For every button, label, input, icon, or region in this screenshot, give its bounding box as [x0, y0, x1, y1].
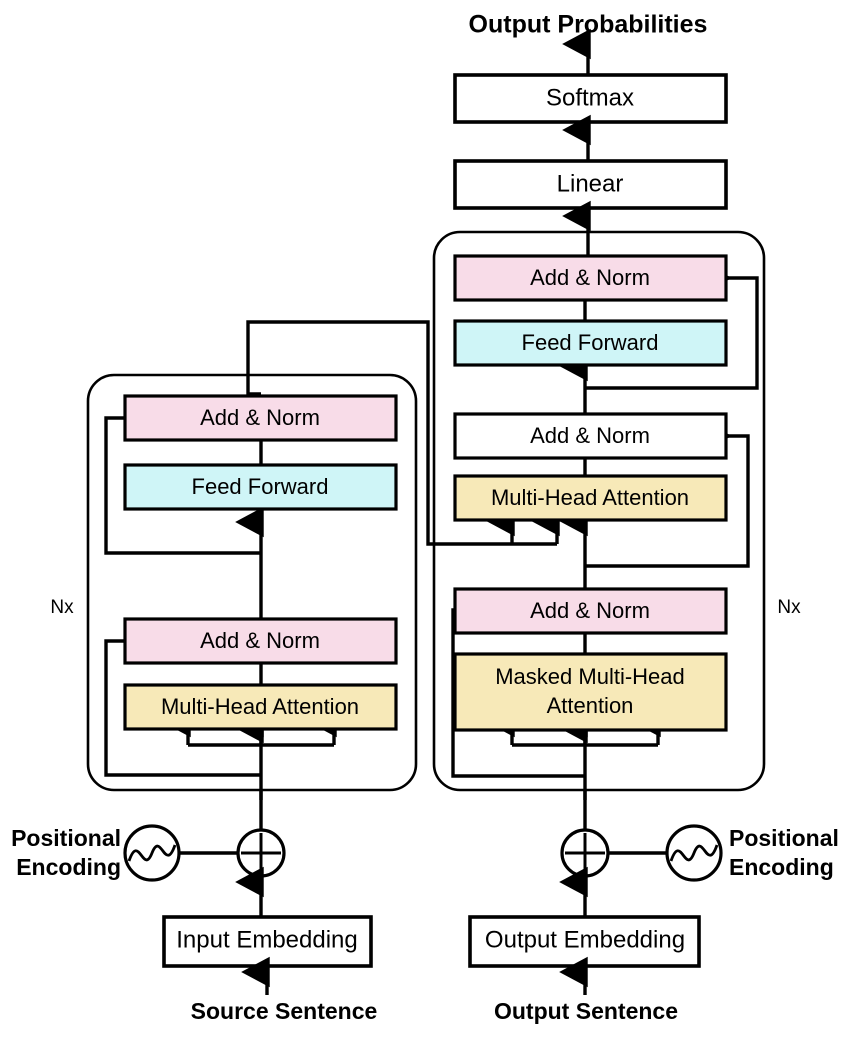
decoder-add-norm-2-label: Add & Norm	[530, 423, 650, 448]
output-embedding-label: Output Embedding	[485, 926, 685, 953]
encoder-sine-wave-icon	[127, 844, 177, 862]
decoder-stack-outline	[432, 230, 766, 792]
encoder-stack-outline	[86, 373, 418, 792]
decoder-nx-label: Nx	[777, 597, 801, 618]
decoder-add-norm-3-label: Add & Norm	[530, 265, 650, 290]
source-sentence-label: Source Sentence	[191, 998, 378, 1024]
wire-decoder-residual-ff	[585, 262, 759, 390]
encoder-nx-label: Nx	[50, 597, 74, 618]
linear-label: Linear	[557, 170, 624, 197]
decoder-feed-forward-box[interactable]	[453, 319, 728, 367]
output-sentence-label: Output Sentence	[494, 998, 678, 1024]
encoder-add-norm-2-box[interactable]	[123, 394, 398, 442]
decoder-feed-forward-label: Feed Forward	[522, 330, 659, 355]
softmax-label: Softmax	[546, 84, 634, 111]
linear-box[interactable]	[453, 159, 728, 210]
encoder-feed-forward-box[interactable]	[123, 463, 398, 511]
decoder-add-norm-1-box[interactable]	[453, 587, 728, 635]
output-probabilities-label: Output Probabilities	[469, 11, 708, 39]
decoder-add-norm-1-label: Add & Norm	[530, 598, 650, 623]
decoder-add-norm-2-box[interactable]	[453, 412, 728, 460]
encoder-positional-encoding-label-line1: Positional	[11, 825, 121, 851]
decoder-add-norm-3-box[interactable]	[453, 254, 728, 302]
decoder-masked-mha-label-line1: Masked Multi-Head	[495, 664, 685, 689]
decoder-positional-encoding-label-line2: Encoding	[729, 854, 834, 880]
wire-encoder-output-to-decoder-crossattn	[246, 320, 557, 546]
encoder-add-norm-1-box[interactable]	[123, 617, 398, 665]
decoder-sine-wave-icon	[669, 844, 719, 862]
decoder-multi-head-attention-box[interactable]	[453, 474, 728, 522]
encoder-add-norm-1-label: Add & Norm	[200, 628, 320, 653]
encoder-positional-encoding-label-line2: Encoding	[16, 854, 121, 880]
encoder-multi-head-attention-label: Multi-Head Attention	[161, 694, 359, 719]
encoder-add-norm-2-label: Add & Norm	[200, 405, 320, 430]
encoder-feed-forward-label: Feed Forward	[192, 474, 329, 499]
decoder-multi-head-attention-label: Multi-Head Attention	[491, 485, 689, 510]
decoder-positional-encoding-label-line1: Positional	[729, 825, 839, 851]
decoder-masked-mha-label-line2: Attention	[547, 693, 634, 718]
encoder-multi-head-attention-box[interactable]	[123, 683, 398, 731]
decoder-masked-multi-head-attention-box[interactable]	[453, 652, 728, 732]
input-embedding-label: Input Embedding	[176, 926, 357, 953]
